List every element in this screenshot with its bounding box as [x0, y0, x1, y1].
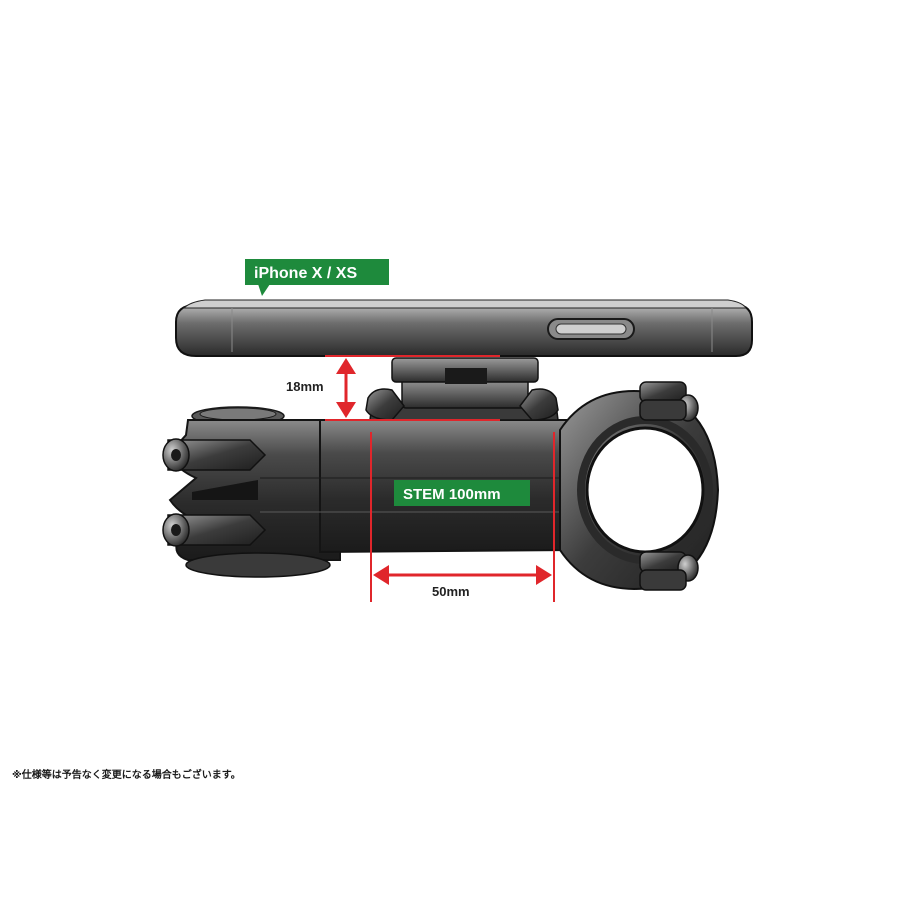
steerer-bolt-lower: [162, 513, 267, 547]
footnote: ※仕様等は予告なく変更になる場合もございます。: [12, 770, 241, 781]
mount-wing-left: [365, 388, 405, 421]
dimension-18mm: 18mm: [286, 355, 500, 421]
phone-label: iPhone X / XS: [254, 265, 357, 282]
steerer-slot: [192, 480, 258, 500]
phone-callout: iPhone X / XS: [245, 259, 389, 296]
clamp-bolt-bottom: [639, 551, 699, 591]
dimension-50mm: 50mm: [370, 432, 555, 602]
mount-adapter: [365, 357, 559, 421]
phone-case: [175, 299, 753, 357]
handlebar-clamp: [559, 381, 720, 591]
steerer-bolt-upper: [162, 438, 267, 472]
steerer-clamp: [162, 406, 341, 578]
clamp-bolt-top: [639, 381, 699, 422]
stem-callout: STEM 100mm: [394, 480, 530, 506]
steerer-bottom: [185, 552, 331, 578]
width-label: 50mm: [432, 584, 470, 599]
height-label: 18mm: [286, 379, 324, 394]
top-cap-face: [199, 407, 277, 421]
stem-label: STEM 100mm: [403, 486, 501, 503]
handlebar-hole: [585, 426, 705, 554]
mount-wing-right: [519, 388, 559, 421]
